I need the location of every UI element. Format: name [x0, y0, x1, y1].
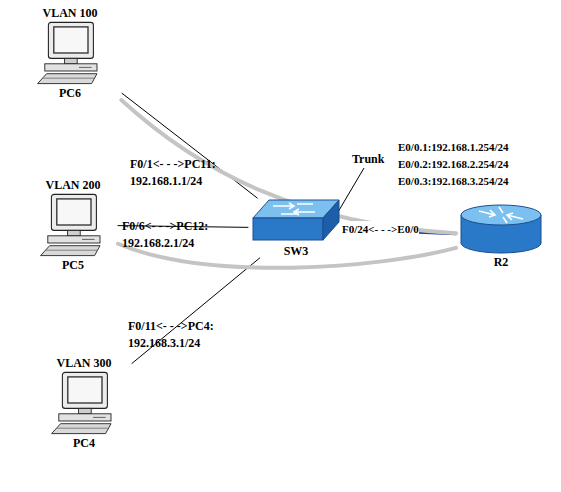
- pc-node: VLAN 100PC6: [18, 6, 122, 100]
- icon-holder: [251, 198, 341, 244]
- port-label: F0/24<- - ->E0/0: [342, 221, 419, 238]
- pc-node: VLAN 200PC5: [28, 178, 118, 272]
- pc-icon: [34, 20, 106, 86]
- device-name: SW3: [284, 244, 309, 258]
- subinterface-label: E0/0.3:192.168.3.254/24: [398, 174, 509, 189]
- pc-icon: [48, 370, 120, 436]
- leader-line: [338, 168, 364, 212]
- link-line: [122, 93, 257, 198]
- pc-icon: [37, 192, 109, 258]
- vlan-label: VLAN 100: [42, 6, 97, 20]
- vlan-label: VLAN 200: [45, 178, 100, 192]
- device-name: PC6: [59, 86, 81, 100]
- subinterface-label: E0/0.1:192.168.1.254/24: [398, 140, 509, 155]
- switch-node: SW3: [248, 198, 344, 258]
- pc-node: VLAN 300PC4: [36, 356, 132, 450]
- icon-holder: [48, 370, 120, 436]
- icon-holder: [34, 20, 106, 86]
- router-icon: [459, 203, 543, 255]
- icon-holder: [37, 192, 109, 258]
- port-label: F0/1<- - ->PC11: 192.168.1.1/24: [130, 156, 252, 190]
- port-label: F0/6<- - ->PC12: 192.168.2.1/24: [122, 218, 244, 252]
- subinterface-label: E0/0.2:192.168.2.254/24: [398, 157, 509, 172]
- trunk-label: Trunk: [352, 152, 384, 167]
- device-name: PC5: [62, 258, 84, 272]
- switch-icon: [251, 198, 341, 244]
- vlan-label: VLAN 300: [56, 356, 111, 370]
- icon-holder: [459, 203, 543, 255]
- port-label: F0/11<- - ->PC4: 192.168.3.1/24: [128, 318, 250, 352]
- router-node: R2: [456, 203, 546, 269]
- device-name: PC4: [73, 436, 95, 450]
- device-name: R2: [494, 255, 509, 269]
